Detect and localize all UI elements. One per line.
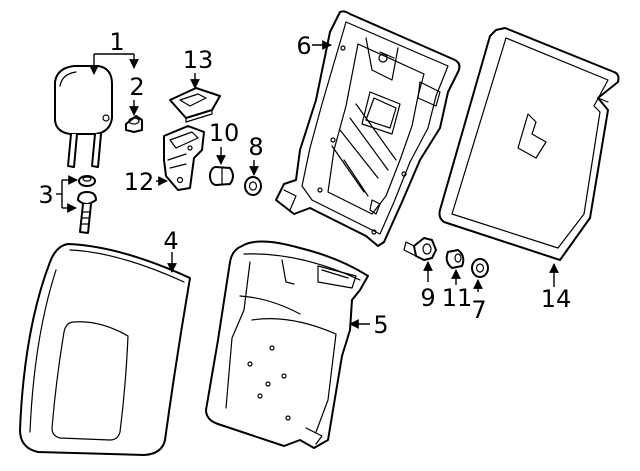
latch-housing-part	[169, 87, 221, 123]
callout-2: 2	[129, 73, 144, 101]
headrest-clip-part	[77, 175, 97, 234]
washer-7-part	[471, 258, 489, 278]
bracket-part	[163, 125, 205, 191]
callout-13: 13	[183, 46, 214, 74]
callout-3: 3	[38, 181, 53, 209]
callout-5: 5	[373, 311, 388, 339]
leader-lines	[56, 40, 559, 329]
callout-7: 7	[471, 296, 486, 324]
push-pin-part	[209, 166, 234, 186]
callout-1: 1	[109, 28, 124, 56]
callout-9: 9	[420, 284, 435, 312]
callout-8: 8	[248, 133, 263, 161]
seat-back-pad-part	[205, 240, 369, 449]
callout-10: 10	[209, 119, 240, 147]
spacer-part	[445, 249, 465, 269]
rear-panel-part	[438, 27, 620, 261]
washer-8-part	[244, 176, 262, 196]
seat-back-cover-part	[19, 243, 191, 456]
callout-4: 4	[163, 227, 178, 255]
headrest-guide-part	[125, 115, 143, 133]
callout-labels: 1 2 3 4 5 6 7 8 9 10 11 12 13 14	[38, 28, 571, 339]
headrest-part	[54, 65, 113, 168]
seat-back-frame-part	[275, 10, 461, 247]
callout-6: 6	[296, 32, 311, 60]
callout-14: 14	[541, 285, 572, 313]
pivot-bushing-part	[403, 237, 437, 261]
callout-11: 11	[442, 284, 473, 312]
callout-12: 12	[124, 168, 155, 196]
